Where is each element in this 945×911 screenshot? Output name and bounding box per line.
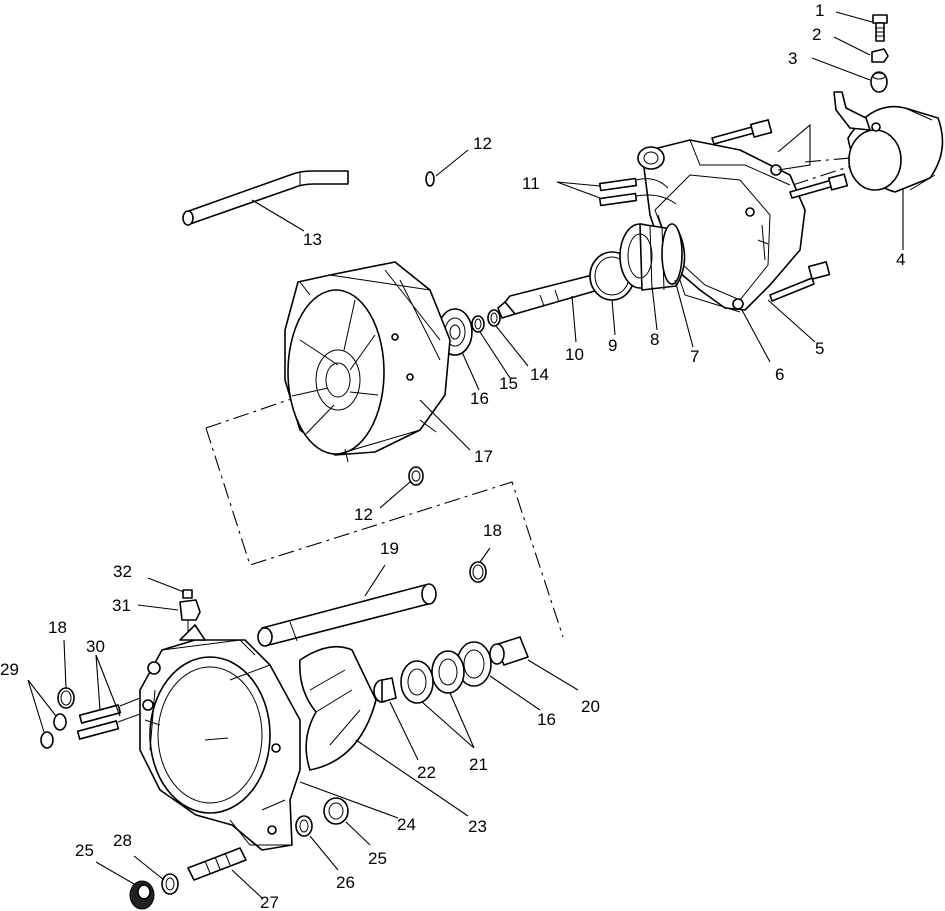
spacer-part-3 <box>870 71 888 93</box>
callout-15: 15 <box>499 374 518 393</box>
bearing-part-16-lower <box>456 641 492 687</box>
ring-part-18-right <box>469 561 487 583</box>
callout-11: 11 <box>522 174 540 193</box>
callout-12-lower: 12 <box>354 505 373 524</box>
callout-6: 6 <box>775 365 784 384</box>
washer-part-28 <box>161 873 179 895</box>
impeller-shaft-part-19 <box>257 583 437 647</box>
callout-25-right: 25 <box>368 849 387 868</box>
bearing-part-7 <box>661 223 683 285</box>
seals-part-21 <box>400 650 465 704</box>
callout-29: 29 <box>0 660 19 679</box>
callout-3: 3 <box>788 49 797 68</box>
callout-21: 21 <box>469 755 488 774</box>
callout-labels: 1 2 3 4 5 6 7 8 9 10 11 12 13 14 15 16 1… <box>0 1 905 911</box>
callout-9: 9 <box>608 336 617 355</box>
callout-25-left: 25 <box>75 841 94 860</box>
callout-18-right: 18 <box>483 521 502 540</box>
callout-18-left: 18 <box>48 618 67 637</box>
callout-2: 2 <box>812 25 821 44</box>
impeller-part-23 <box>299 645 377 771</box>
callout-27: 27 <box>260 893 279 911</box>
callout-14: 14 <box>530 365 549 384</box>
pump-housing-part-17 <box>284 261 451 463</box>
callout-31: 31 <box>112 596 131 615</box>
callout-10: 10 <box>565 345 584 364</box>
plug-part-12-top <box>425 171 435 187</box>
fittings-part-30 <box>76 697 141 740</box>
washer-part-26 <box>295 815 313 837</box>
callout-24: 24 <box>397 815 416 834</box>
plug-part-12-lower <box>408 466 424 486</box>
ring-part-18-left <box>57 687 75 709</box>
callout-20: 20 <box>581 697 600 716</box>
callout-1: 1 <box>815 1 824 20</box>
leader-lines <box>27 11 904 899</box>
callout-22: 22 <box>417 763 436 782</box>
nut-part-25-left <box>129 880 155 910</box>
callout-28: 28 <box>113 831 132 850</box>
o-ring-part-14 <box>487 309 501 327</box>
tube-part-13 <box>182 170 349 226</box>
nut-part-25-right <box>323 797 349 825</box>
sleeve-part-20 <box>489 636 529 666</box>
callout-32: 32 <box>113 562 132 581</box>
stud-part-27 <box>187 847 247 881</box>
nut-part-2 <box>871 48 889 63</box>
fittings-part-11 <box>598 177 677 207</box>
callout-26: 26 <box>336 873 355 892</box>
callout-30: 30 <box>86 637 105 656</box>
callout-16-top: 16 <box>470 389 489 408</box>
callout-17: 17 <box>474 447 493 466</box>
steering-nozzle-part-4 <box>833 91 944 193</box>
nut-part-31 <box>179 599 201 632</box>
callout-8: 8 <box>650 330 659 349</box>
callout-23: 23 <box>468 817 487 836</box>
callout-19: 19 <box>380 539 399 558</box>
housing-bolts-part-5 <box>711 119 849 302</box>
callout-16-lower: 16 <box>537 710 556 729</box>
callout-5: 5 <box>815 339 824 358</box>
spacer-part-22 <box>373 677 397 703</box>
bracket-line-pair <box>777 123 811 171</box>
callout-7: 7 <box>690 347 699 366</box>
bolt-part-32 <box>182 589 193 599</box>
stator-housing-part-24 <box>139 624 301 851</box>
callout-12-top: 12 <box>473 134 492 153</box>
callout-13: 13 <box>303 230 322 249</box>
callout-4: 4 <box>896 250 905 269</box>
o-ring-part-15 <box>471 315 485 333</box>
bolt-part-1 <box>872 14 888 42</box>
washers-part-29 <box>40 713 67 749</box>
